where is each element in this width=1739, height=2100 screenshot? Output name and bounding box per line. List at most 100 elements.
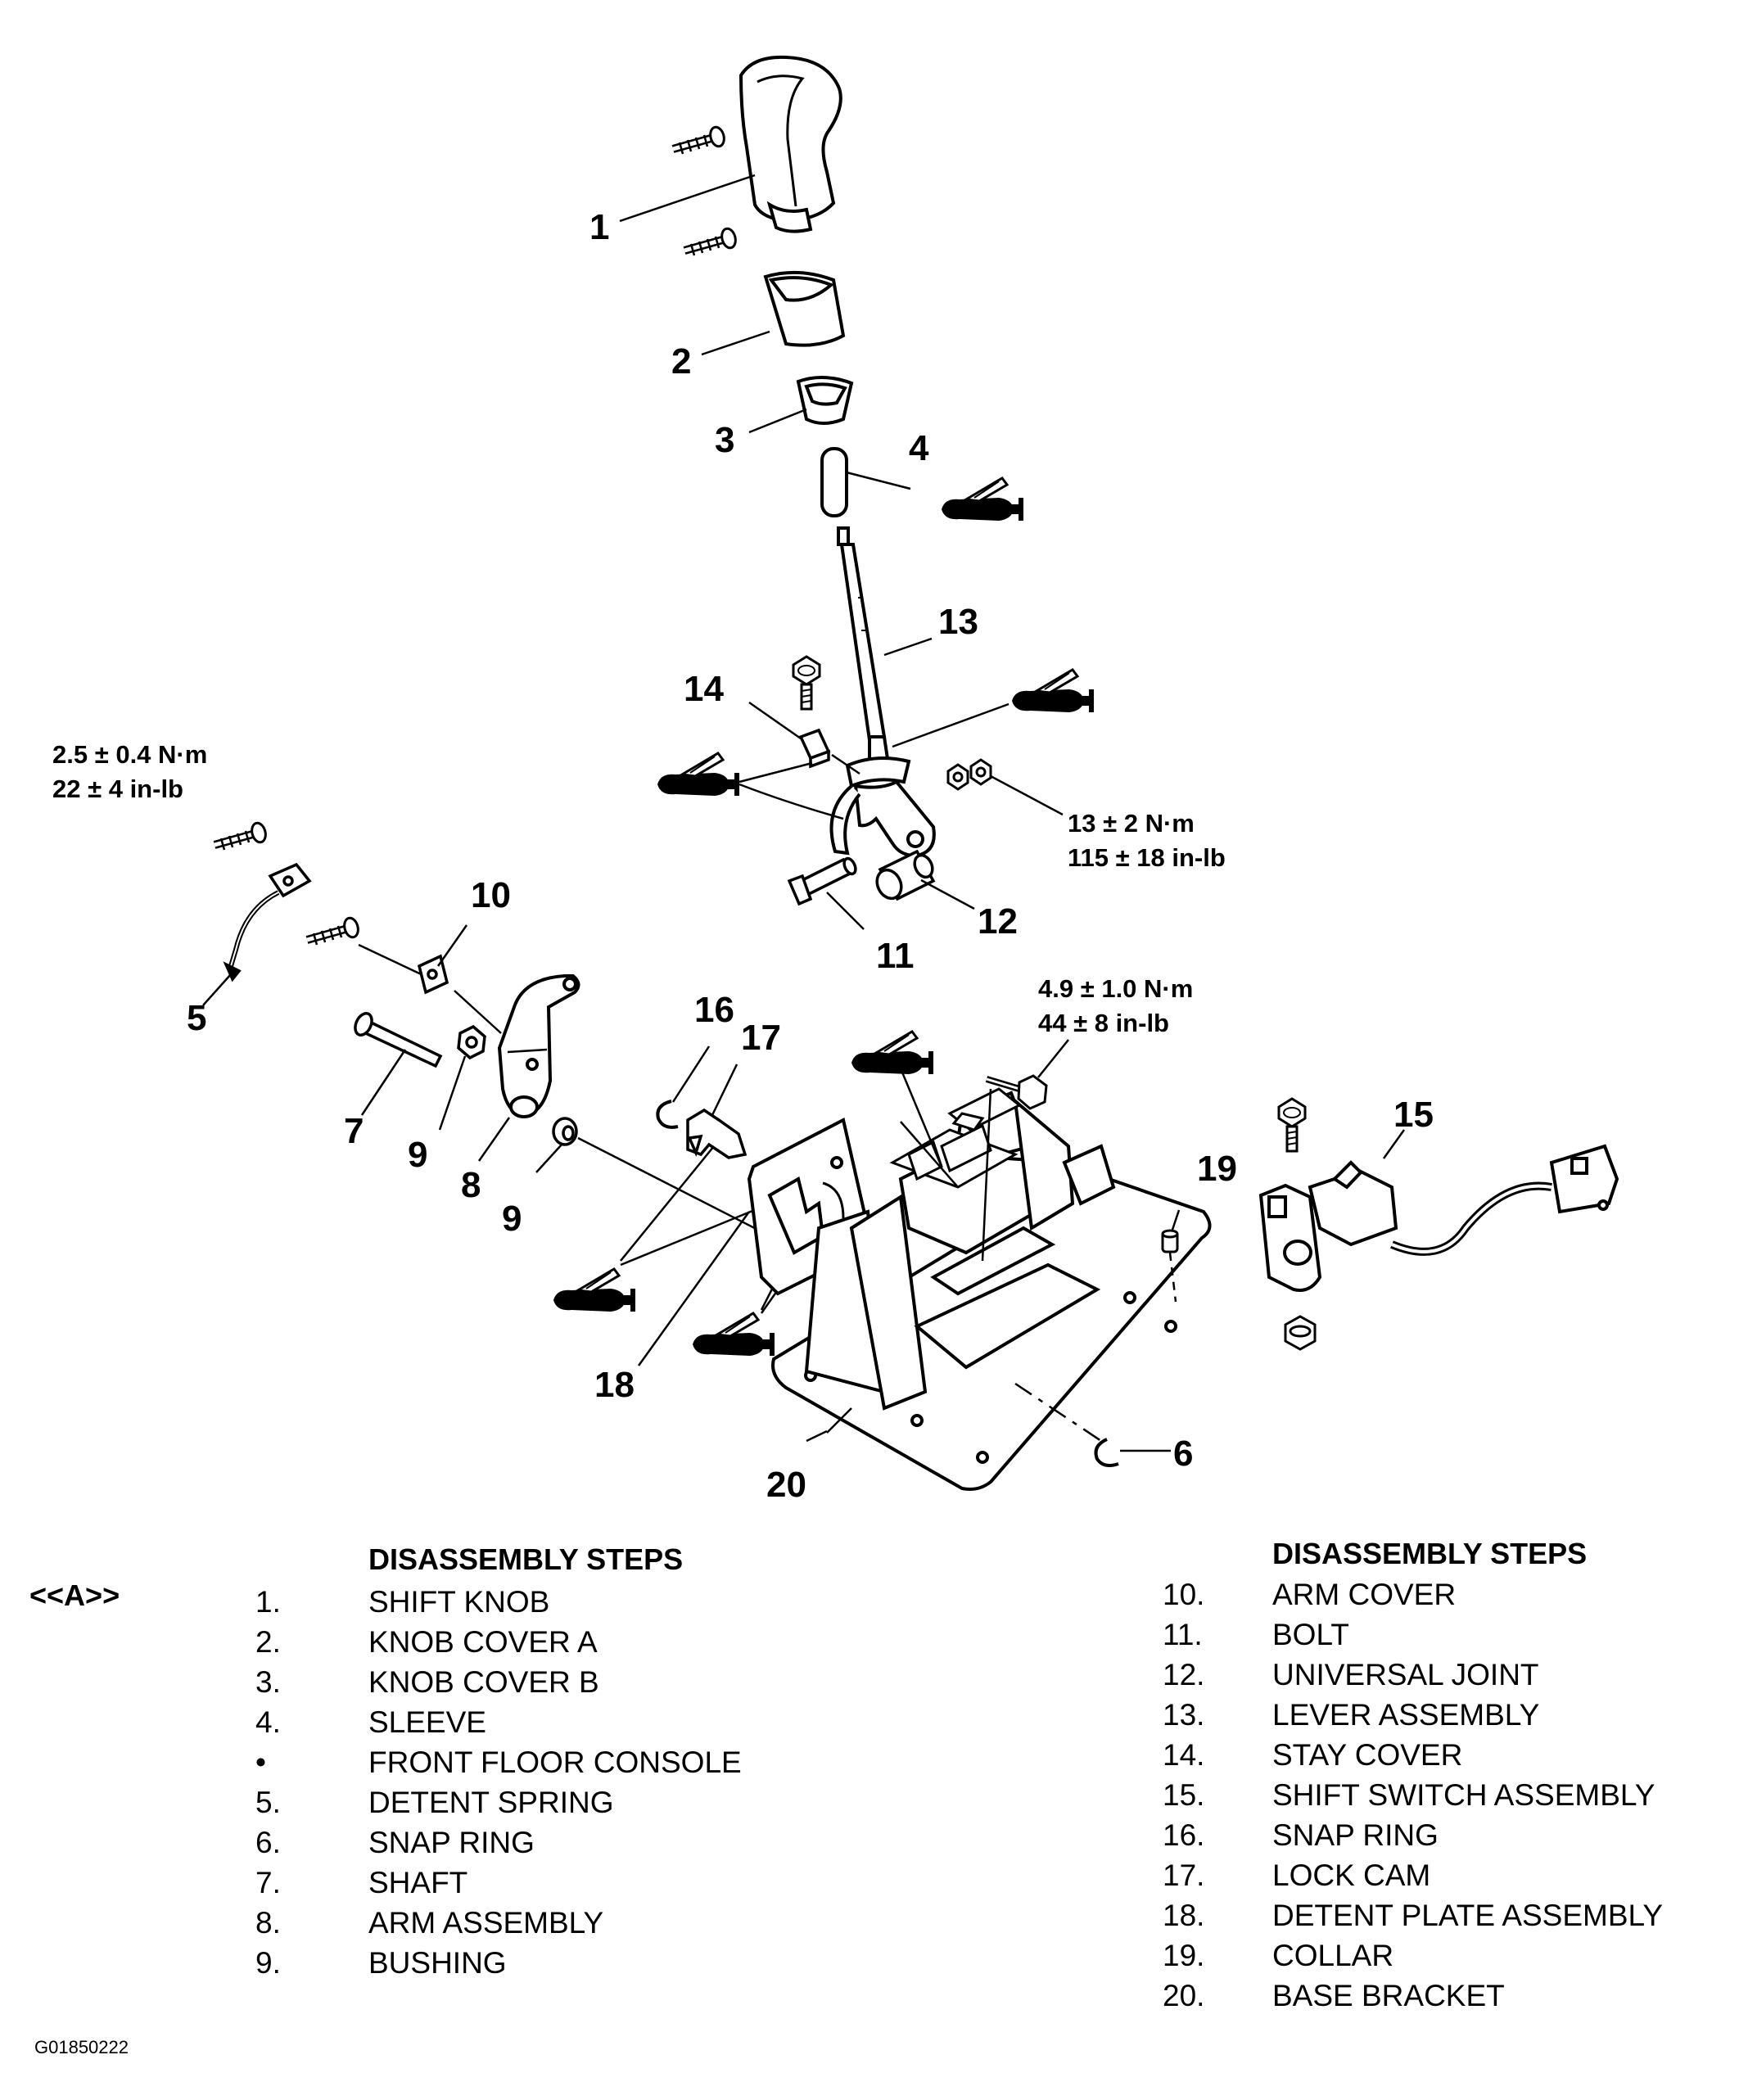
step-label: FRONT FLOOR CONSOLE xyxy=(368,1745,742,1779)
step-row: 15.SHIFT SWITCH ASSEMBLY xyxy=(868,1775,1739,1815)
step-label: STAY COVER xyxy=(1272,1738,1463,1772)
step-number: 19. xyxy=(1163,1939,1205,1972)
callout-7: 7 xyxy=(344,1111,364,1151)
callout-11: 11 xyxy=(876,936,915,976)
step-number: 12. xyxy=(1163,1658,1205,1691)
base-bracket xyxy=(771,1091,1212,1491)
step-row: 6.SNAP RING xyxy=(0,1822,868,1863)
callout-17: 17 xyxy=(741,1018,781,1058)
torque-spec-1-inlb: 22 ± 4 in-lb xyxy=(52,775,183,803)
grease-icon xyxy=(691,1312,776,1357)
steps-heading: DISASSEMBLY STEPS xyxy=(1272,1537,1588,1570)
knob-cover-b xyxy=(796,375,854,425)
shift-switch-assembly xyxy=(1258,1144,1619,1292)
step-number: 20. xyxy=(1163,1979,1205,2012)
callout-12: 12 xyxy=(978,901,1018,942)
step-number: 9. xyxy=(255,1946,281,1980)
step-label: LOCK CAM xyxy=(1272,1858,1431,1892)
callout-3: 3 xyxy=(715,420,734,460)
step-label: UNIVERSAL JOINT xyxy=(1272,1658,1539,1691)
step-row: 17.LOCK CAM xyxy=(868,1855,1739,1895)
callout-19: 19 xyxy=(1197,1149,1237,1189)
callout-1: 1 xyxy=(589,207,609,247)
callout-2: 2 xyxy=(671,341,691,382)
step-number: 3. xyxy=(255,1665,281,1699)
step-number: 5. xyxy=(255,1786,281,1819)
step-label: KNOB COVER B xyxy=(368,1665,599,1699)
step-row: 18. DETENT PLATE ASSEMBLY xyxy=(868,1895,1739,1935)
grease-icon xyxy=(656,752,741,797)
arm-cover-screw xyxy=(307,916,360,945)
knob-screw-lower xyxy=(684,227,738,255)
bushing xyxy=(552,1117,578,1146)
step-label: COLLAR xyxy=(1272,1939,1394,1972)
detent-spring-screw xyxy=(215,821,268,850)
step-row: 9. BUSHING xyxy=(0,1943,868,1983)
callout-14: 14 xyxy=(684,669,724,709)
step-label: ARM COVER xyxy=(1272,1578,1457,1611)
callout-10: 10 xyxy=(471,875,511,915)
step-number: 6. xyxy=(255,1826,281,1859)
snap-ring xyxy=(656,1100,679,1129)
step-label: ARM ASSEMBLY xyxy=(368,1906,604,1940)
base-bolt xyxy=(985,1074,1048,1110)
figure-id: G01850222 xyxy=(34,2037,129,2057)
step-label: SHIFT KNOB xyxy=(368,1585,550,1619)
detent-mechanism xyxy=(889,1087,1022,1189)
callout-9b: 9 xyxy=(502,1199,522,1239)
step-number: 11. xyxy=(1163,1618,1203,1651)
step-number: 14. xyxy=(1163,1738,1205,1772)
step-number: 18. xyxy=(1163,1899,1205,1932)
universal-joint xyxy=(875,849,936,901)
lever-assembly xyxy=(829,526,936,858)
stay-cover xyxy=(798,728,831,769)
exploded-view-diagram: 1 2 3 4 5 6 7 8 9 9 10 11 12 13 14 15 16… xyxy=(52,55,1619,1505)
snap-ring xyxy=(1094,1438,1119,1467)
step-row: 20.BASE BRACKET xyxy=(868,1976,1739,2016)
lock-cam xyxy=(686,1108,748,1159)
grease-icon xyxy=(850,1030,935,1076)
callout-9: 9 xyxy=(408,1135,427,1175)
step-number: 4. xyxy=(255,1705,281,1739)
torque-spec-2-nm: 13 ± 2 N·m xyxy=(1068,809,1195,838)
callout-4: 4 xyxy=(909,428,929,468)
callout-13: 13 xyxy=(938,602,978,642)
detent-spring xyxy=(223,862,312,982)
sleeve xyxy=(820,447,848,517)
arm-assembly xyxy=(454,974,580,1118)
step-number: 7. xyxy=(255,1866,281,1899)
step-number: 15. xyxy=(1163,1778,1205,1812)
nut xyxy=(946,758,992,791)
step-label: SHAFT xyxy=(368,1866,468,1899)
step-row: 14. STAY COVER xyxy=(868,1735,1739,1775)
switch-bolt xyxy=(1277,1097,1307,1153)
step-row: 5.DETENT SPRING xyxy=(0,1782,868,1822)
step-row: 19. COLLAR xyxy=(868,1935,1739,1976)
callout-6: 6 xyxy=(1173,1434,1193,1474)
step-number: • xyxy=(255,1745,266,1779)
collar xyxy=(1161,1229,1179,1253)
lever-bolt xyxy=(792,655,821,711)
step-row: 7. SHAFT xyxy=(0,1863,868,1903)
step-row: 11.BOLT xyxy=(868,1615,1739,1655)
knob-screw-upper xyxy=(673,125,726,154)
torque-spec-1-nm: 2.5 ± 0.4 N·m xyxy=(52,740,207,769)
grease-icon xyxy=(940,476,1025,522)
step-row: 8.ARM ASSEMBLY xyxy=(0,1903,868,1943)
step-row: 16.SNAP RING xyxy=(868,1815,1739,1855)
callout-18: 18 xyxy=(594,1365,635,1405)
step-number: 13. xyxy=(1163,1698,1205,1732)
torque-spec-3-nm: 4.9 ± 1.0 N·m xyxy=(1038,974,1193,1003)
torque-spec-2-inlb: 115 ± 18 in-lb xyxy=(1068,843,1226,872)
step-label: BUSHING xyxy=(368,1946,507,1980)
step-number: 1. xyxy=(255,1585,281,1619)
step-label: DETENT PLATE ASSEMBLY xyxy=(1272,1899,1664,1932)
step-row: 13.LEVER ASSEMBLY xyxy=(868,1695,1739,1735)
lever-pivot-bolt xyxy=(787,856,857,906)
step-row: 1. SHIFT KNOB xyxy=(0,1582,868,1622)
shift-knob xyxy=(739,55,842,233)
step-number: 10. xyxy=(1163,1578,1205,1611)
